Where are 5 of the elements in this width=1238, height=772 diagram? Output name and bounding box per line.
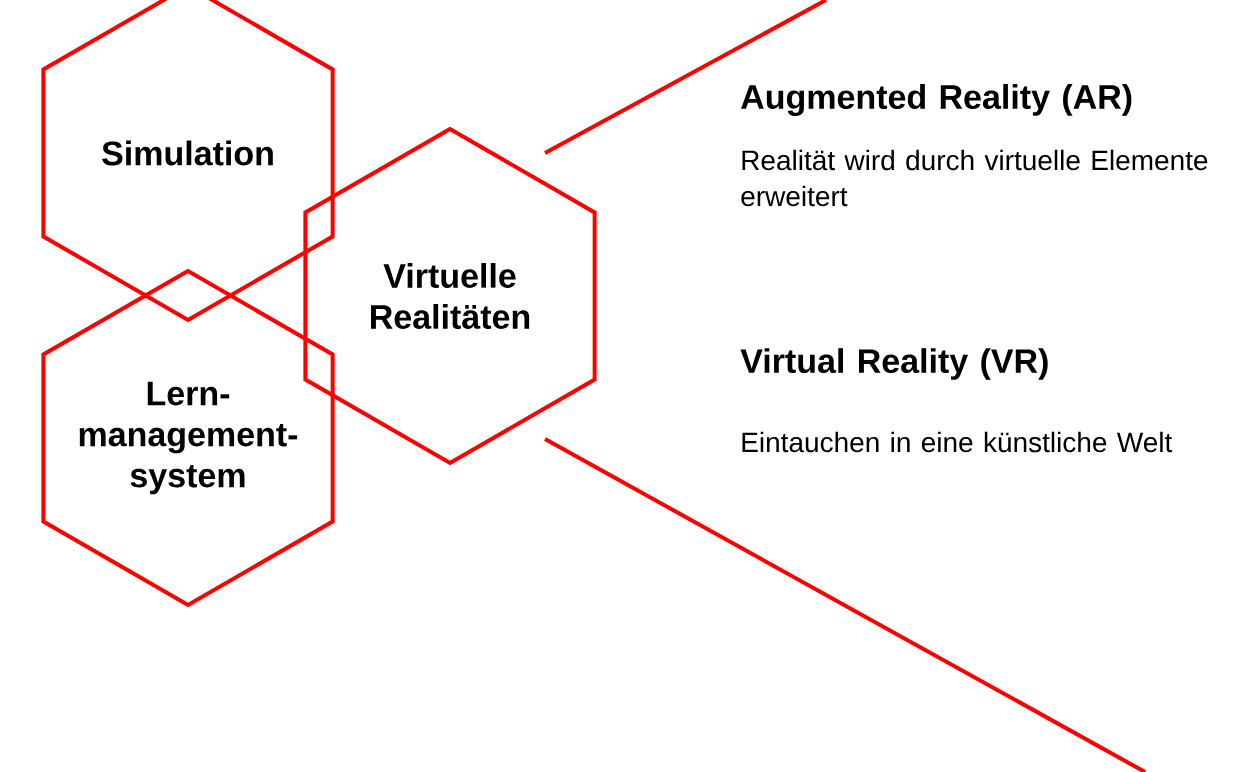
- description-text: Eintauchen in eine künstliche Welt: [742, 431, 1173, 453]
- heading: Virtual Reality (VR): [740, 348, 1048, 380]
- description-text: Realität wird durch virtuelle Elemente erweitert: [741, 149, 1208, 207]
- heading: Augmented Reality (AR): [741, 84, 1132, 116]
- hexagon: Simulation: [41, 0, 335, 323]
